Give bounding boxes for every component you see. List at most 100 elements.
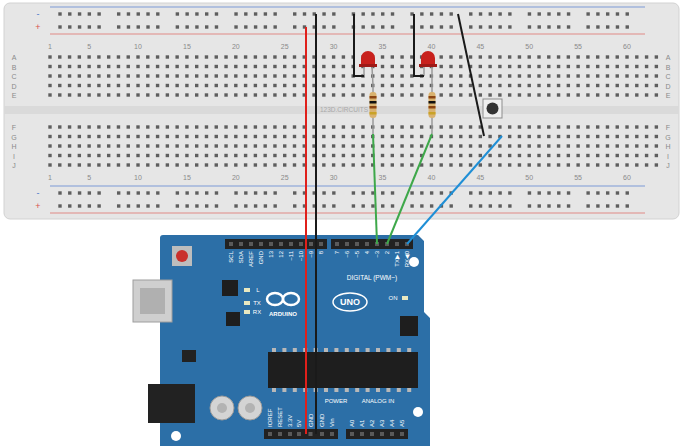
chip-leg <box>386 388 390 392</box>
header-pin <box>288 432 292 436</box>
breadboard-hole <box>547 154 550 157</box>
breadboard-hole <box>224 163 227 166</box>
breadboard-hole <box>68 191 71 194</box>
breadboard-hole <box>440 135 443 138</box>
breadboard-hole <box>489 25 492 28</box>
pin-label: ~11 <box>288 251 294 261</box>
breadboard-hole <box>567 93 570 96</box>
breadboard-hole <box>48 163 51 166</box>
breadboard-hole <box>381 204 384 207</box>
led-label: TX <box>253 300 261 306</box>
row-letter: B <box>12 63 17 70</box>
breadboard-hole <box>361 163 364 166</box>
breadboard-hole <box>273 163 276 166</box>
breadboard-hole <box>400 55 403 58</box>
pin-label: 5V <box>296 420 302 427</box>
breadboard-hole <box>469 125 472 128</box>
section-label: ANALOG IN <box>362 398 395 404</box>
breadboard-hole <box>127 74 130 77</box>
column-number: 1 <box>48 174 52 181</box>
breadboard-hole <box>107 125 110 128</box>
breadboard-hole <box>273 65 276 68</box>
breadboard-hole <box>498 65 501 68</box>
breadboard-hole <box>528 25 531 28</box>
chip-leg <box>376 348 380 352</box>
breadboard-hole <box>263 84 266 87</box>
breadboard-hole <box>488 74 491 77</box>
breadboard-hole <box>283 74 286 77</box>
breadboard-hole <box>557 65 560 68</box>
negative-rail-line <box>50 186 645 187</box>
chip-leg <box>324 388 328 392</box>
row-letter: C <box>665 73 670 80</box>
breadboard-hole <box>586 12 589 15</box>
resistor-band <box>370 106 377 109</box>
breadboard-hole <box>185 84 188 87</box>
header-pin <box>360 432 364 436</box>
breadboard-hole <box>127 144 130 147</box>
breadboard-hole <box>176 191 179 194</box>
breadboard-hole <box>508 74 511 77</box>
column-number: 20 <box>232 43 240 50</box>
chip-leg <box>334 348 338 352</box>
column-number: 55 <box>574 43 582 50</box>
breadboard-hole <box>538 12 541 15</box>
breadboard-hole <box>146 125 149 128</box>
breadboard-hole <box>195 25 198 28</box>
breadboard-hole <box>68 125 71 128</box>
breadboard-hole <box>567 74 570 77</box>
breadboard-hole <box>469 163 472 166</box>
breadboard-hole <box>449 144 452 147</box>
mounting-hole <box>413 407 423 417</box>
breadboard-hole <box>156 84 159 87</box>
breadboard-hole <box>68 74 71 77</box>
breadboard-hole <box>146 55 149 58</box>
breadboard-hole <box>175 135 178 138</box>
led-leg <box>423 67 425 76</box>
breadboard-hole <box>88 204 91 207</box>
breadboard-hole <box>538 204 541 207</box>
header-pin <box>278 432 282 436</box>
breadboard-hole <box>254 93 257 96</box>
breadboard-hole <box>498 125 501 128</box>
breadboard-hole <box>88 25 91 28</box>
breadboard-hole <box>68 25 71 28</box>
row-letter: F <box>12 124 16 131</box>
breadboard-hole <box>322 204 325 207</box>
breadboard-hole <box>596 144 599 147</box>
breadboard-hole <box>166 93 169 96</box>
breadboard-hole <box>185 12 188 15</box>
breadboard-hole <box>175 55 178 58</box>
breadboard-hole <box>58 135 61 138</box>
breadboard-hole <box>244 93 247 96</box>
pin-label: 7 <box>334 251 340 254</box>
breadboard-hole <box>616 65 619 68</box>
chip-leg <box>345 388 349 392</box>
capacitor-top <box>217 403 227 413</box>
breadboard-hole <box>87 74 90 77</box>
chip-leg <box>324 348 328 352</box>
column-number: 10 <box>134 174 142 181</box>
breadboard-hole <box>87 55 90 58</box>
breadboard-hole <box>78 65 81 68</box>
breadboard-hole <box>616 25 619 28</box>
breadboard-hole <box>107 135 110 138</box>
breadboard-hole <box>166 125 169 128</box>
breadboard-hole <box>215 65 218 68</box>
breadboard-hole <box>528 154 531 157</box>
breadboard-hole <box>459 55 462 58</box>
breadboard-hole <box>117 65 120 68</box>
breadboard-hole <box>508 12 511 15</box>
breadboard-hole <box>117 191 120 194</box>
breadboard-hole <box>215 191 218 194</box>
breadboard-hole <box>488 55 491 58</box>
breadboard-hole <box>244 135 247 138</box>
breadboard-hole <box>215 25 218 28</box>
breadboard-hole <box>283 125 286 128</box>
breadboard-hole <box>557 191 560 194</box>
breadboard-hole <box>528 12 531 15</box>
breadboard-hole <box>440 55 443 58</box>
breadboard-hole <box>391 163 394 166</box>
breadboard-hole <box>117 144 120 147</box>
breadboard-hole <box>391 65 394 68</box>
